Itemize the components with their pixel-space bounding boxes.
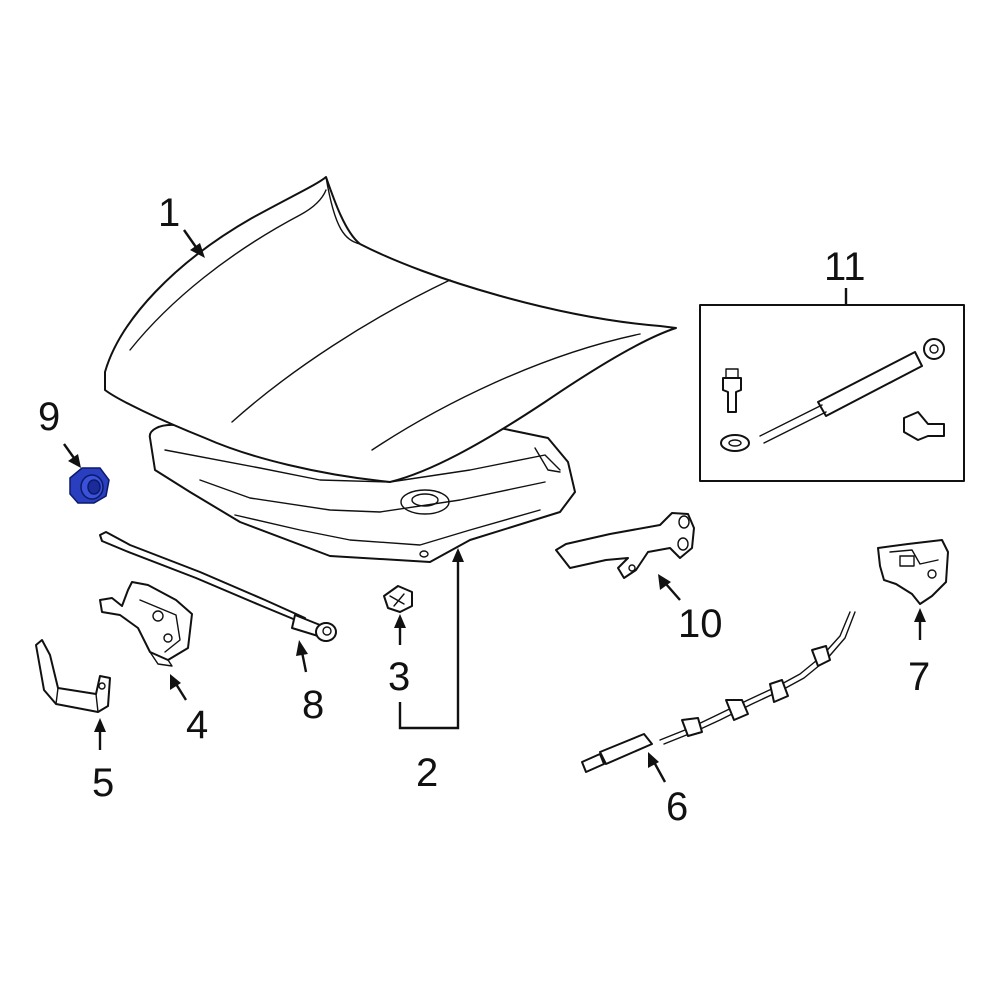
callout-5: 5 (92, 761, 114, 805)
callout-10: 10 (678, 602, 723, 646)
hood-hinge-icon[interactable] (555, 512, 695, 579)
callout-2: 2 (416, 751, 438, 795)
callout-11: 11 (824, 245, 866, 289)
callout-4: 4 (186, 703, 208, 747)
lift-support-kit-icon[interactable] (699, 304, 965, 482)
hood-latch-icon[interactable] (99, 581, 193, 667)
callout-9: 9 (38, 395, 60, 439)
release-cable-icon[interactable] (581, 611, 856, 773)
prop-rod-icon[interactable] (99, 531, 337, 642)
bumper-icon[interactable] (69, 467, 110, 504)
callout-labels: 1 2 3 4 5 6 7 8 9 10 11 (38, 191, 930, 829)
callout-1: 1 (158, 191, 180, 235)
retainer-clip-icon[interactable] (383, 585, 413, 613)
leader-lines (63, 229, 926, 783)
release-handle-icon[interactable] (877, 539, 949, 605)
callout-6: 6 (666, 785, 688, 829)
latch-bracket-icon[interactable] (35, 639, 111, 713)
hood-panel-icon[interactable] (104, 176, 677, 483)
callout-3: 3 (388, 655, 410, 699)
callout-7: 7 (908, 655, 930, 699)
callout-8: 8 (302, 683, 324, 727)
